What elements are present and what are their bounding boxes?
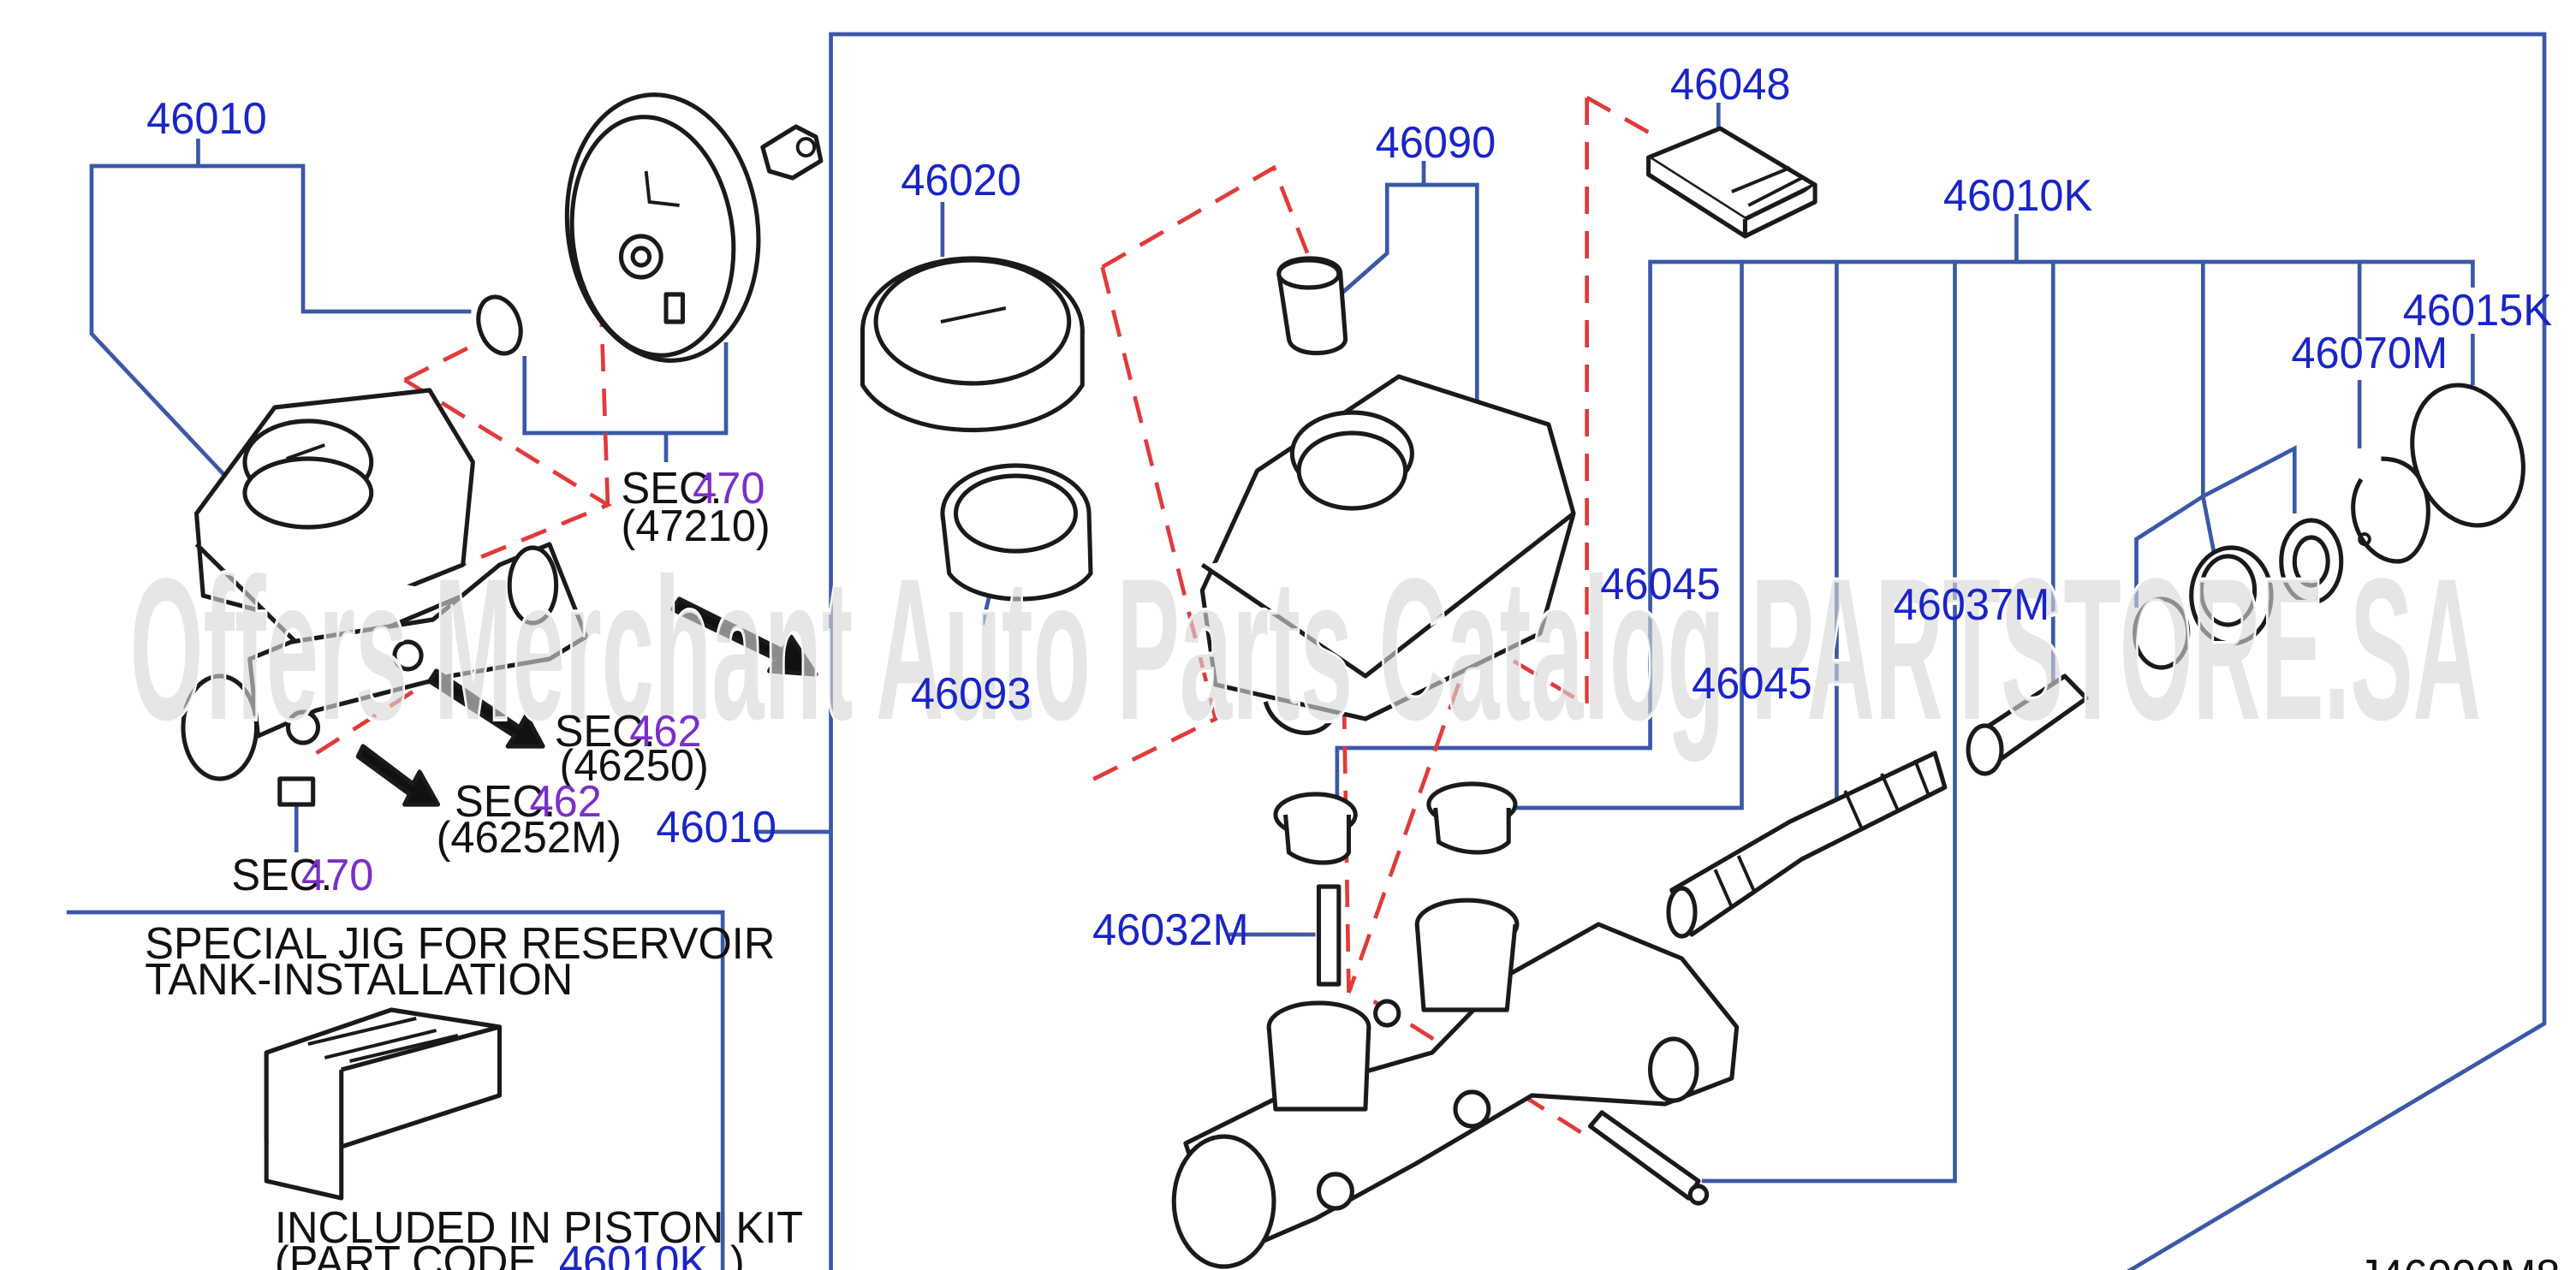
direction-arrows — [355, 596, 818, 807]
stopper-pin-46032m[interactable] — [1316, 884, 1342, 987]
brake-booster[interactable] — [550, 82, 824, 374]
leader-lines — [89, 103, 2475, 1184]
label-46048[interactable]: 46048 — [1670, 59, 1791, 109]
jig-part-code-link[interactable]: 46010K — [559, 1237, 708, 1270]
diagram-code: J46000M8 — [2358, 1250, 2560, 1270]
grommet-46045-right[interactable] — [1426, 781, 1518, 855]
label-46045-b[interactable]: 46045 — [1692, 658, 1812, 708]
o-ring-46015k[interactable] — [2394, 369, 2542, 542]
level-sensor-46048[interactable] — [1646, 126, 1817, 239]
label-46037m[interactable]: 46037M — [1894, 579, 2050, 629]
master-cylinder-body[interactable] — [1171, 898, 1740, 1269]
section-ref-470-bottom[interactable]: SEC. 470 — [231, 850, 373, 899]
part-labels: 46010 46010 46020 46090 46048 46010K 460… — [146, 59, 2552, 954]
label-46032m[interactable]: 46032M — [1092, 905, 1249, 954]
svg-text:(PART CODE 46010K: (PART CODE 46010K ) — [275, 1237, 745, 1270]
section-ref-470-47210[interactable]: SEC. 470 (47210) — [622, 463, 770, 550]
svg-text:SEC.: SEC. — [455, 776, 556, 826]
reservoir-tank[interactable] — [1199, 374, 1576, 735]
strainer-46090[interactable] — [1276, 256, 1348, 356]
label-46020[interactable]: 46020 — [901, 155, 1021, 205]
section-ref-462-46250[interactable]: SEC. 462 (46250) — [555, 706, 709, 790]
label-46015k[interactable]: 46015K — [2403, 285, 2552, 335]
secondary-piston-46037m[interactable] — [1966, 674, 2089, 776]
svg-text:TANK-INSTALLATION: TANK-INSTALLATION — [145, 954, 573, 1004]
svg-text:SEC.: SEC. — [622, 463, 723, 513]
special-jig-drawing — [264, 1007, 503, 1201]
svg-text:SEC.: SEC. — [231, 850, 332, 899]
label-46093-partial[interactable]: 46093 — [911, 668, 1032, 718]
assembly-frame — [829, 32, 2547, 1270]
master-cylinder-assembly[interactable] — [181, 388, 589, 807]
piston-rod[interactable] — [1587, 1110, 1710, 1206]
label-46010k[interactable]: 46010K — [1943, 170, 2092, 220]
svg-text:(46252M): (46252M) — [437, 812, 622, 862]
section-ref-462-46252m[interactable]: SEC. 462 (46252M) — [437, 776, 622, 862]
cup-seal-rings[interactable] — [2133, 518, 2344, 670]
jig-box-frame — [66, 910, 725, 1270]
assembly-dash-lines — [315, 95, 1658, 1141]
svg-text:470: 470 — [693, 463, 764, 513]
label-46090[interactable]: 46090 — [1376, 117, 1496, 167]
svg-text:(47210): (47210) — [622, 501, 770, 550]
svg-text:462: 462 — [530, 776, 602, 826]
svg-text:462: 462 — [629, 706, 701, 756]
svg-text:(46250): (46250) — [560, 740, 709, 790]
svg-text:INCLUDED IN PISTON KIT: INCLUDED IN PISTON KIT — [275, 1202, 803, 1252]
primary-piston-assembly[interactable] — [1666, 751, 1948, 939]
label-46010-top[interactable]: 46010 — [146, 93, 267, 143]
reservoir-seal-46093[interactable] — [940, 463, 1093, 602]
svg-text:SPECIAL JIG FOR RESERVOIR: SPECIAL JIG FOR RESERVOIR — [145, 918, 775, 968]
svg-text:SEC.: SEC. — [555, 706, 656, 756]
watermark-text: Offers Merchant Auto Parts Catalog PARTS… — [130, 537, 2481, 763]
label-46045-a[interactable]: 46045 — [1600, 559, 1721, 608]
jig-box-text: SPECIAL JIG FOR RESERVOIR TANK-INSTALLAT… — [145, 918, 803, 1270]
label-46070m[interactable]: 46070M — [2291, 328, 2448, 377]
grommet-46045-left[interactable] — [1273, 792, 1358, 865]
o-ring-46010[interactable] — [471, 291, 527, 359]
reservoir-cap-46020[interactable] — [860, 256, 1085, 432]
label-46010-left[interactable]: 46010 — [656, 802, 776, 852]
svg-text:470: 470 — [301, 850, 373, 899]
